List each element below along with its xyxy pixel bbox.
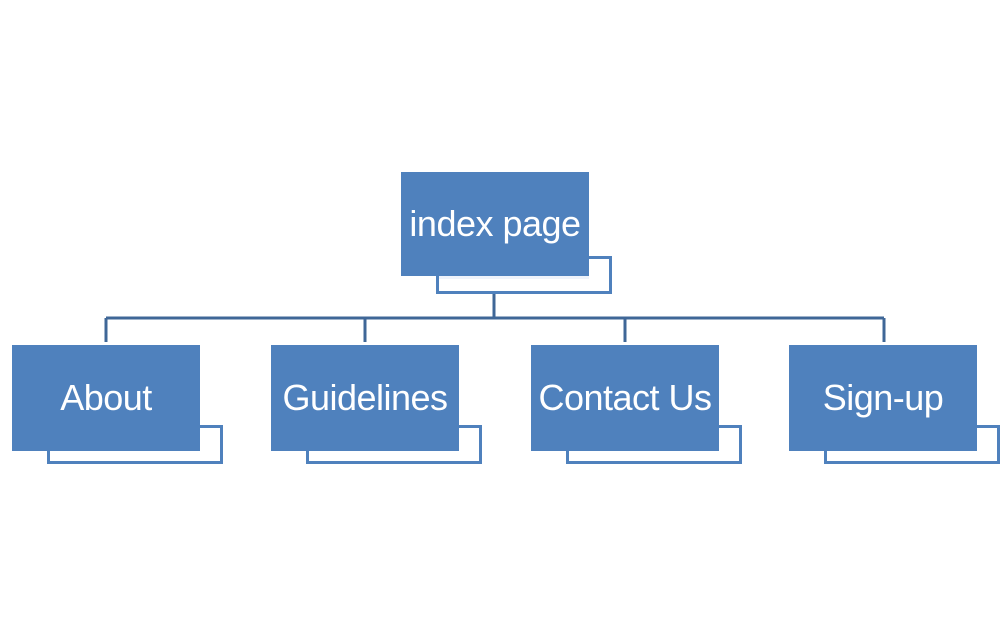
node-about-label: About bbox=[12, 345, 200, 451]
node-contact-us: Contact Us bbox=[531, 345, 753, 469]
node-sign-up-label: Sign-up bbox=[789, 345, 977, 451]
node-about: About bbox=[12, 345, 234, 469]
node-guidelines-label: Guidelines bbox=[271, 345, 459, 451]
node-sign-up: Sign-up bbox=[789, 345, 1008, 469]
node-guidelines: Guidelines bbox=[271, 345, 493, 469]
node-index-page: index page bbox=[401, 172, 612, 294]
node-contact-us-label: Contact Us bbox=[531, 345, 719, 451]
node-index-page-label: index page bbox=[401, 172, 589, 276]
